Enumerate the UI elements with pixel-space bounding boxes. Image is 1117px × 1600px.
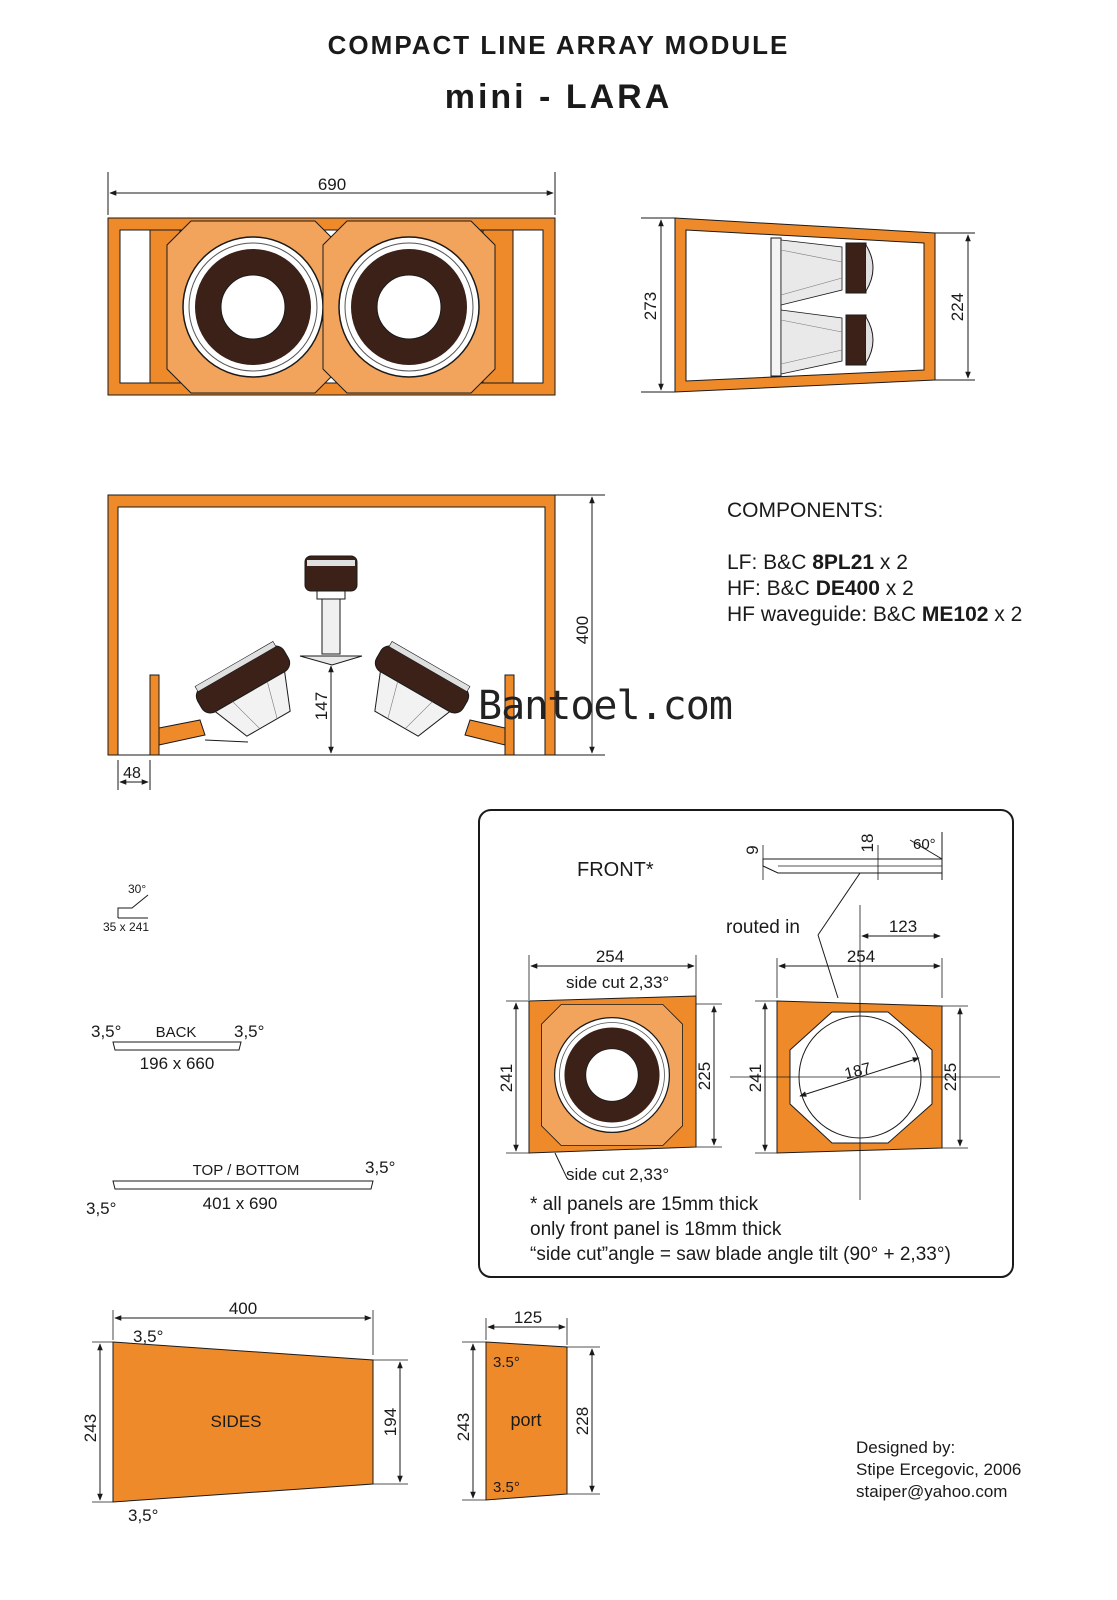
sides-angle-bottom: 3,5° xyxy=(128,1506,158,1525)
section-view: 400 147 48 xyxy=(107,494,605,790)
back-size: 196 x 660 xyxy=(140,1054,215,1073)
top-bottom-panel: TOP / BOTTOM 3,5° 3,5° 401 x 690 xyxy=(86,1158,395,1218)
sides-label: SIDES xyxy=(210,1412,261,1431)
page-title: COMPACT LINE ARRAY MODULE xyxy=(327,30,790,60)
back-angle-left: 3,5° xyxy=(91,1022,121,1041)
back-panel-label: BACK xyxy=(156,1024,197,1041)
angle-60-label: 60° xyxy=(913,836,936,853)
dim-18-label: 18 xyxy=(858,834,877,853)
sides-right-h-label: 194 xyxy=(381,1408,400,1436)
port-left-h-label: 243 xyxy=(454,1413,473,1441)
port-width-label: 125 xyxy=(514,1308,542,1327)
credits: Designed by: Stipe Ercegovic, 2006 staip… xyxy=(856,1437,1021,1503)
port-angle-top: 3.5° xyxy=(493,1354,520,1371)
right-h-outer-label: 241 xyxy=(746,1064,765,1092)
rout-profile: 9 18 60° xyxy=(743,832,943,880)
cutout-dia-label: 187 xyxy=(843,1060,873,1083)
sides-panel: 400 SIDES 3,5° 3,5° 243 194 xyxy=(81,1299,408,1525)
components-heading: COMPONENTS: xyxy=(727,499,884,522)
port-label: port xyxy=(510,1410,541,1430)
section-height-label: 400 xyxy=(573,616,592,644)
sides-width-label: 400 xyxy=(229,1299,257,1318)
right-width-label: 254 xyxy=(847,947,875,966)
credit-line-2: Stipe Ercegovic, 2006 xyxy=(856,1460,1022,1479)
note-line-2: only front panel is 18mm thick xyxy=(530,1219,782,1240)
side-cut-bottom-label: side cut 2,33° xyxy=(566,1165,669,1184)
port-angle-bottom: 3.5° xyxy=(493,1479,520,1496)
front-panel-woofer: 254 side cut 2,33° 241 225 side cut 2,33… xyxy=(497,947,722,1184)
component-hf: HF: B&C DE400 x 2 xyxy=(727,577,914,600)
components-list: COMPONENTS: LF: B&C 8PL21 x 2 HF: B&C DE… xyxy=(727,498,1022,628)
left-h-inner-label: 225 xyxy=(695,1062,714,1090)
top-bottom-angle-right: 3,5° xyxy=(365,1158,395,1177)
small-part-size: 35 x 241 xyxy=(103,920,149,934)
component-waveguide: HF waveguide: B&C ME102 x 2 xyxy=(727,603,1023,626)
dim-9-label: 9 xyxy=(743,845,762,854)
front-view: 690 xyxy=(107,172,556,396)
side-view: 273 224 xyxy=(641,217,975,393)
front-detail-label: FRONT* xyxy=(577,859,654,881)
waveguide-height-label: 147 xyxy=(312,692,331,720)
dim-123-label: 123 xyxy=(889,917,917,936)
page-subtitle: mini - LARA xyxy=(444,78,673,116)
credit-email[interactable]: staiper@yahoo.com xyxy=(856,1482,1008,1501)
small-part: 30° 35 x 241 xyxy=(103,882,149,934)
right-h-inner-label: 225 xyxy=(941,1063,960,1091)
small-part-angle: 30° xyxy=(128,882,146,896)
top-bottom-angle-left: 3,5° xyxy=(86,1199,116,1218)
credit-line-1: Designed by: xyxy=(856,1438,956,1457)
watermark: Bantoel.com xyxy=(478,683,733,729)
sides-angle-top: 3,5° xyxy=(133,1327,163,1346)
woofer-left xyxy=(166,220,340,394)
top-bottom-label: TOP / BOTTOM xyxy=(193,1162,300,1179)
front-detail-box: 9 18 60° routed in 123 254 side cut 2,33… xyxy=(478,809,1014,1278)
woofer-right xyxy=(322,220,496,394)
top-bottom-size: 401 x 690 xyxy=(203,1194,278,1213)
offset-label: 48 xyxy=(123,765,141,782)
panel-notes: * all panels are 15mm thick only front p… xyxy=(530,1192,951,1267)
port-panel: 125 port 3.5° 3.5° 243 228 xyxy=(454,1308,600,1501)
routed-in-label: routed in xyxy=(726,917,800,938)
side-back-height-label: 224 xyxy=(948,293,967,321)
left-width-label: 254 xyxy=(596,947,624,966)
sides-left-h-label: 243 xyxy=(81,1414,100,1442)
side-front-height-label: 273 xyxy=(641,292,660,320)
side-cut-top-label: side cut 2,33° xyxy=(566,973,669,992)
port-right-h-label: 228 xyxy=(573,1407,592,1435)
back-angle-right: 3,5° xyxy=(234,1022,264,1041)
note-line-3: “side cut”angle = saw blade angle tilt (… xyxy=(530,1244,951,1265)
front-panel-cutout: 254 187 241 225 xyxy=(730,905,1000,1200)
back-panel: BACK 3,5° 3,5° 196 x 660 xyxy=(91,1022,264,1073)
front-width-label: 690 xyxy=(318,175,346,194)
component-lf: LF: B&C 8PL21 x 2 xyxy=(727,551,908,574)
left-h-outer-label: 241 xyxy=(497,1064,516,1092)
note-line-1: * all panels are 15mm thick xyxy=(530,1194,759,1215)
